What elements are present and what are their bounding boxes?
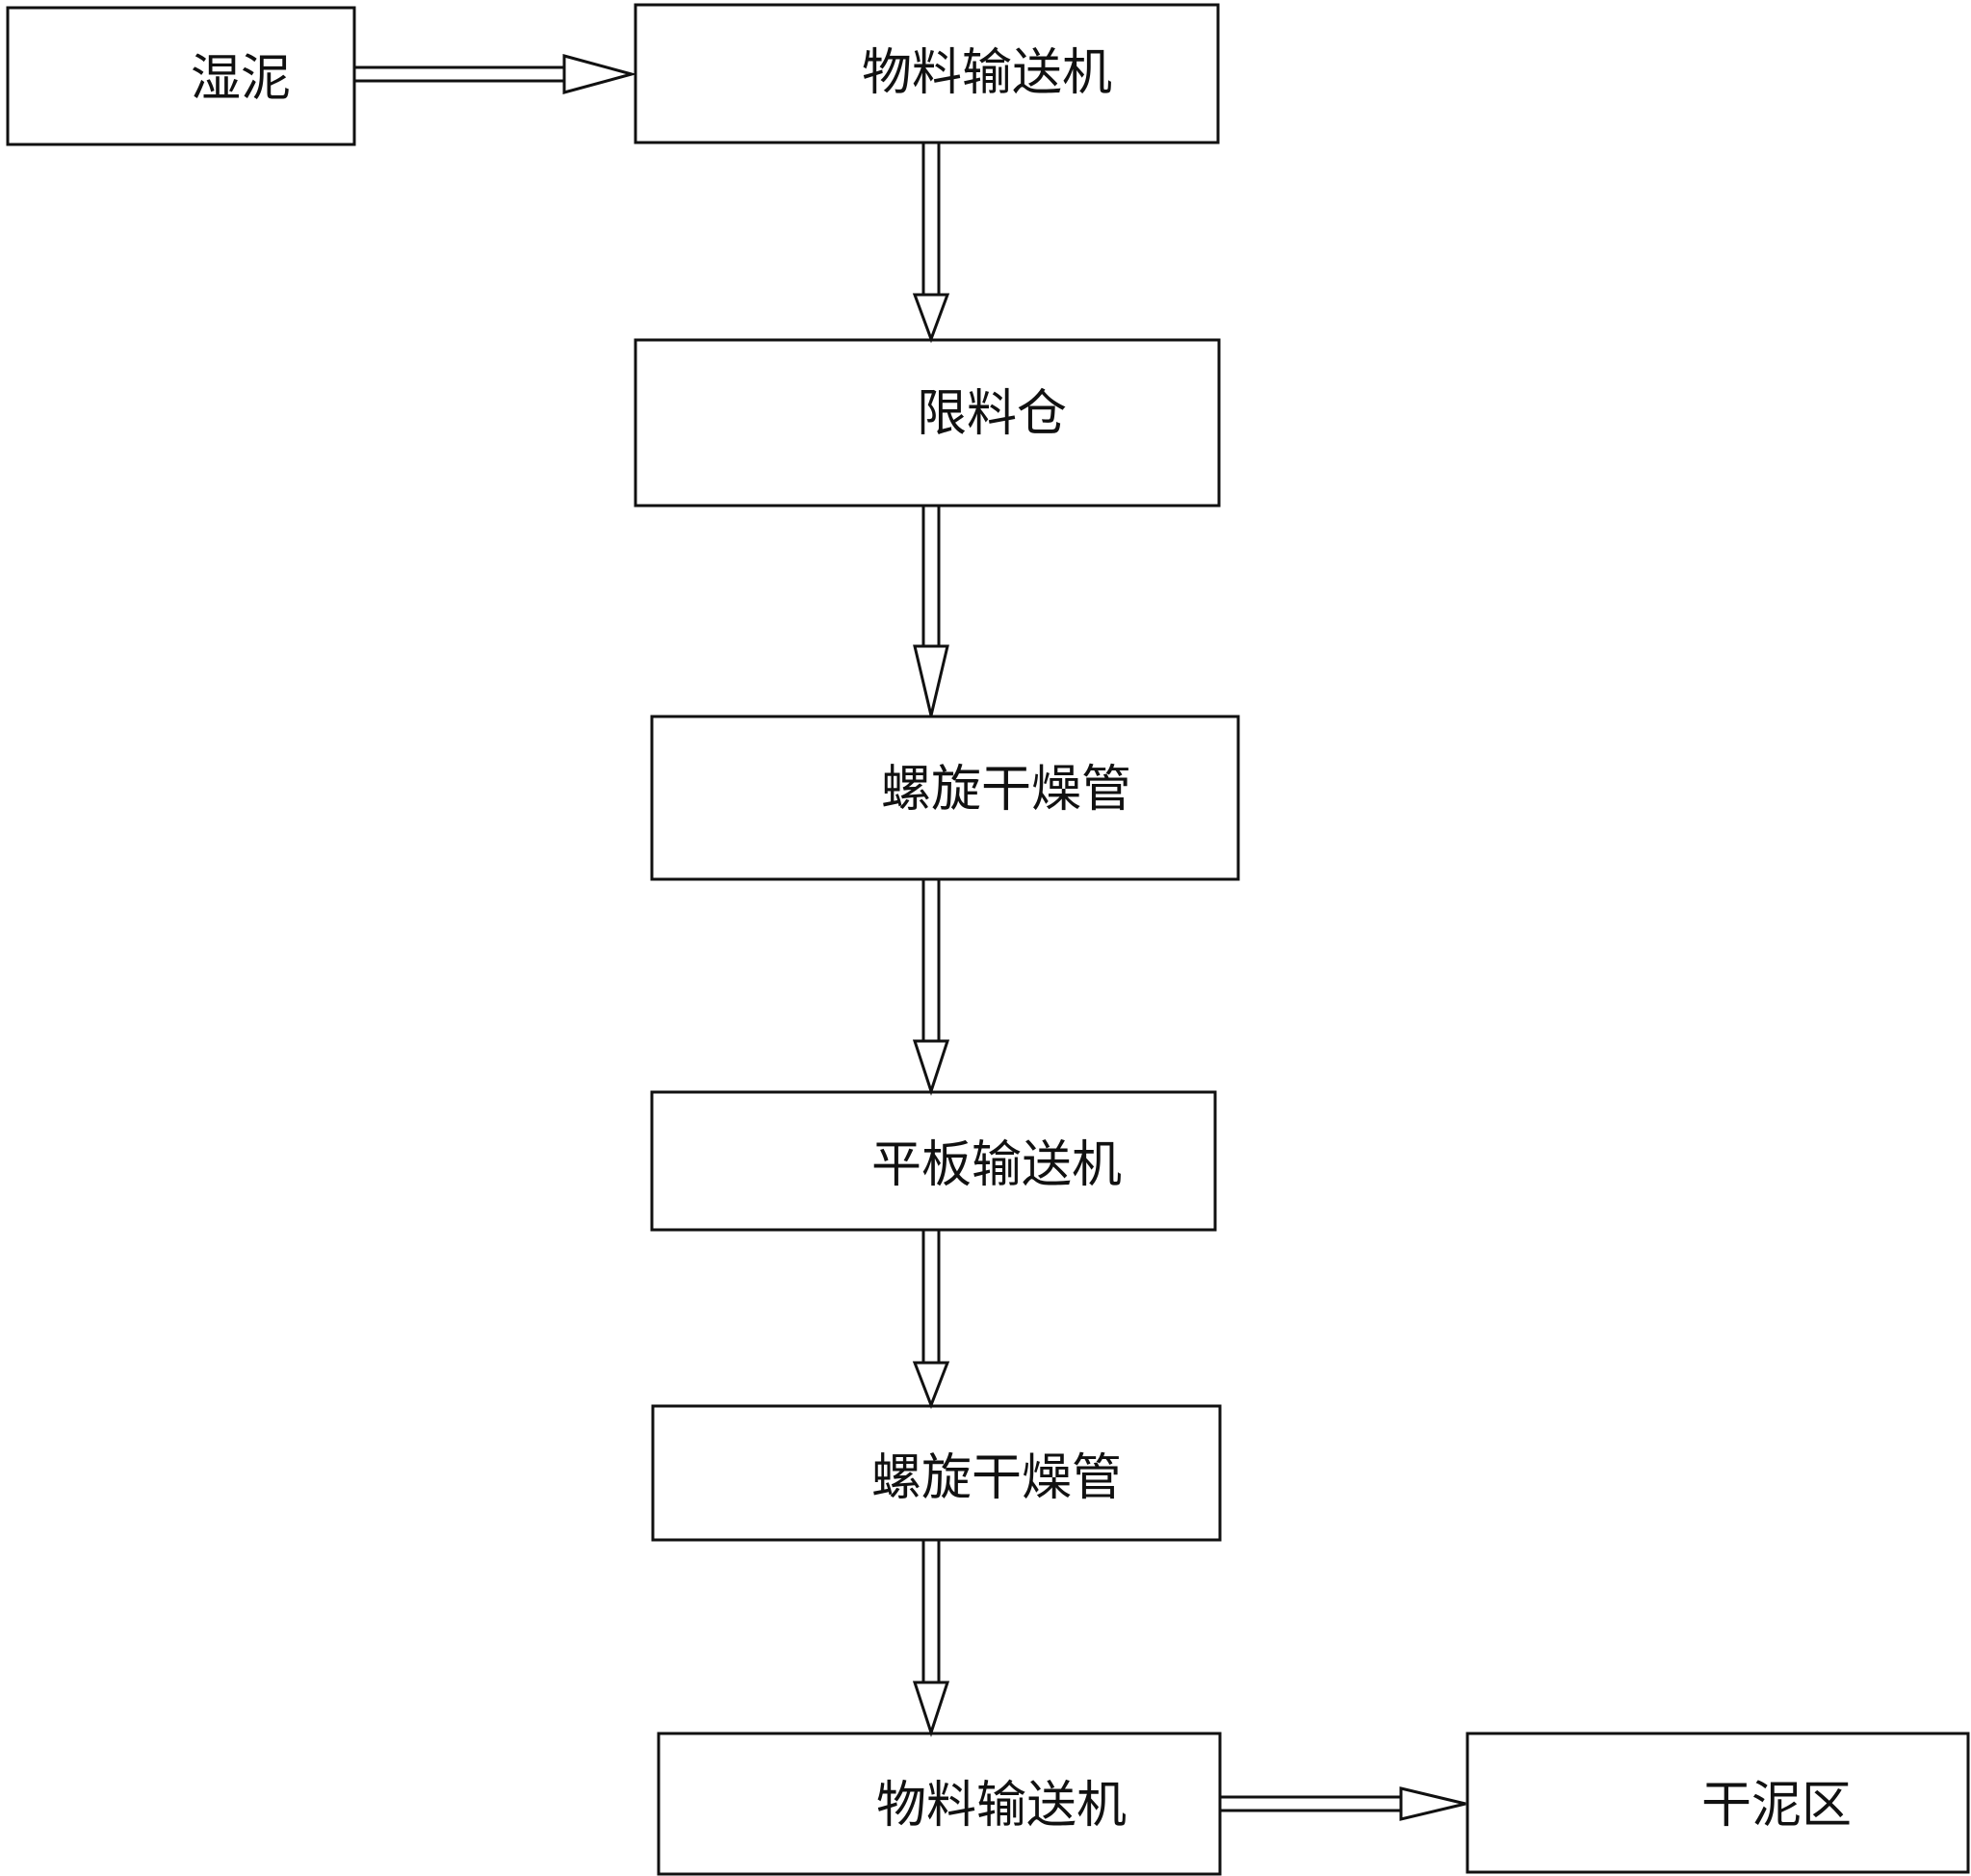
node-label: 螺旋干燥管 <box>871 1449 1122 1507</box>
node-label: 干泥区 <box>1701 1777 1852 1835</box>
node-spiral-dryer-1: 螺旋干燥管 <box>650 715 1240 881</box>
node-wet-mud: 湿泥 <box>6 6 356 146</box>
node-conveyor-2: 物料输送机 <box>657 1732 1222 1876</box>
node-dry-mud-area: 干泥区 <box>1465 1732 1970 1874</box>
arrow-wet-mud-to-conveyor-1 <box>352 54 637 94</box>
arrow-conveyor-1-to-limit-bin <box>912 141 950 344</box>
node-spiral-dryer-2: 螺旋干燥管 <box>651 1404 1222 1542</box>
node-label: 螺旋干燥管 <box>881 761 1131 819</box>
arrow-plate-conveyor-to-spiral-dryer-2 <box>912 1228 950 1410</box>
node-conveyor-1: 物料输送机 <box>634 3 1220 144</box>
node-label: 平板输送机 <box>871 1136 1122 1194</box>
node-label: 湿泥 <box>191 50 291 108</box>
arrow-limit-bin-to-spiral-dryer-1 <box>913 504 949 717</box>
node-plate-conveyor: 平板输送机 <box>650 1090 1217 1232</box>
arrow-spiral-dryer-1-to-plate-conveyor <box>912 877 950 1096</box>
node-label: 限料仓 <box>917 385 1067 443</box>
arrow-conveyor-2-to-dry-mud-area <box>1218 1786 1466 1821</box>
node-label: 物料输送机 <box>862 44 1112 102</box>
node-label: 物料输送机 <box>876 1777 1127 1835</box>
arrow-spiral-dryer-2-to-conveyor-2 <box>912 1538 950 1737</box>
node-limit-bin: 限料仓 <box>634 338 1221 508</box>
